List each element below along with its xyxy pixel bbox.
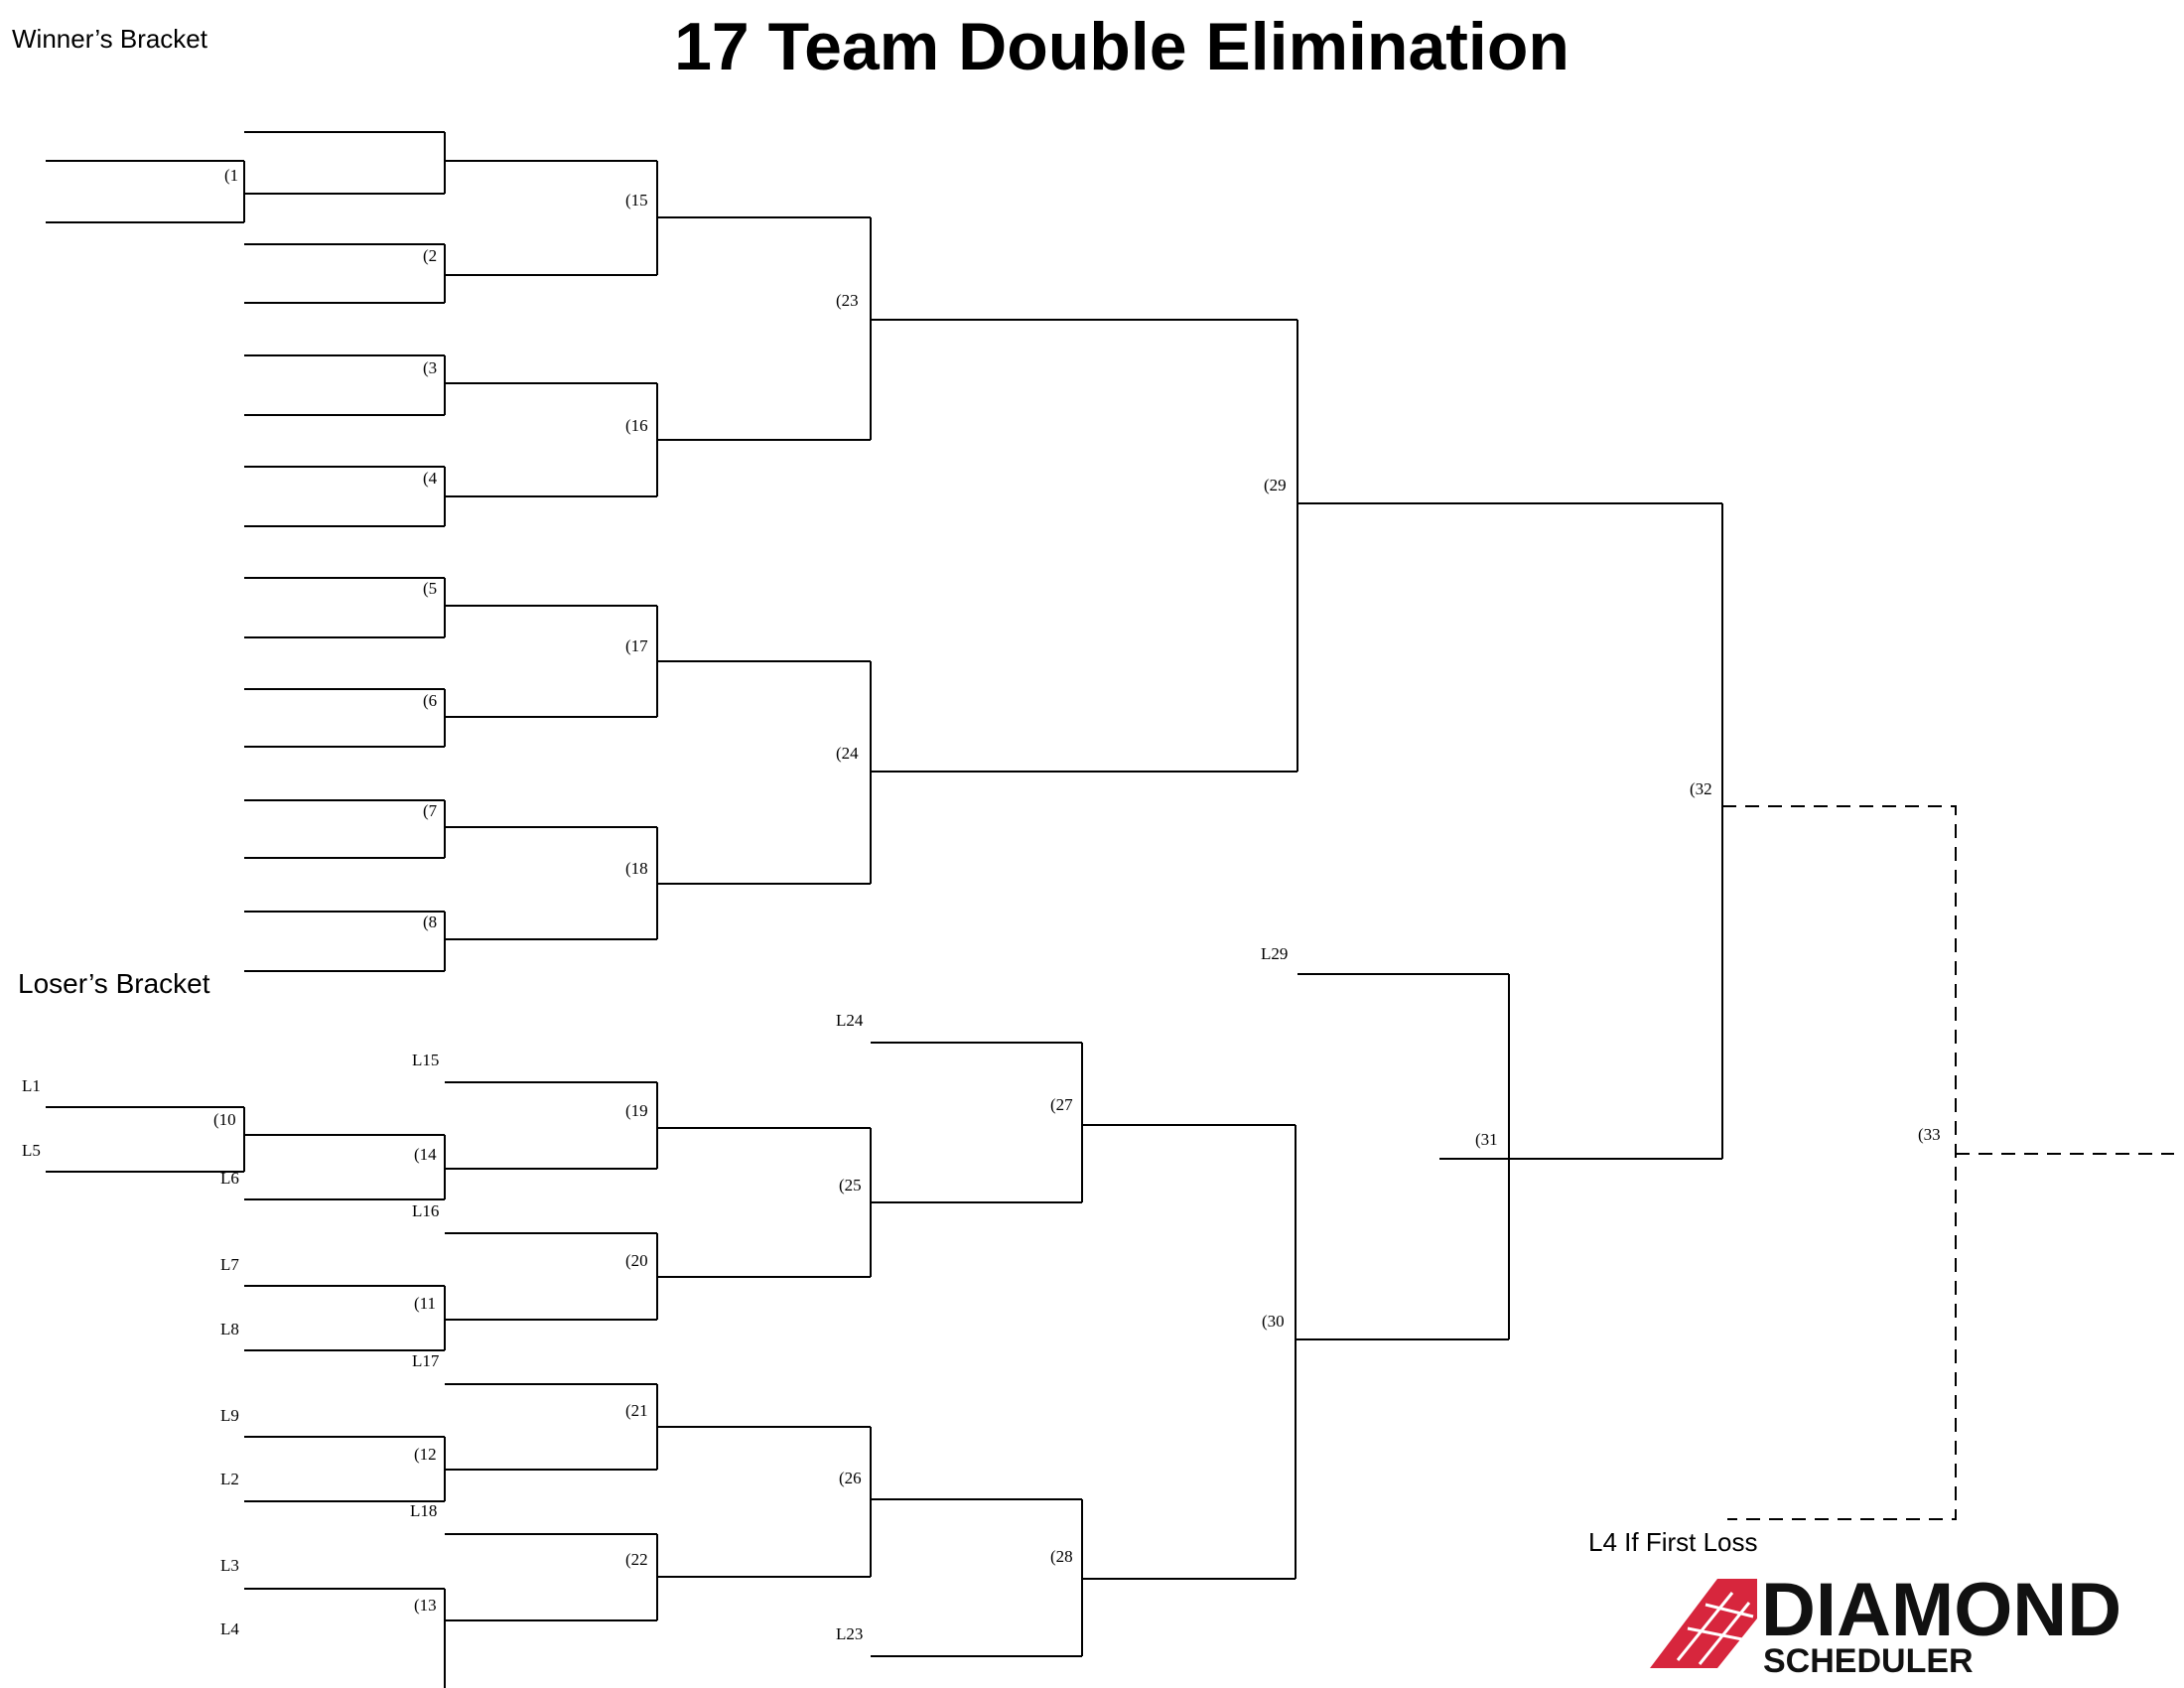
round4-lines [871, 319, 1298, 773]
game-1-connector [46, 160, 245, 223]
source-l4: L4 [220, 1619, 239, 1638]
game-label-29: (29 [1264, 476, 1287, 494]
source-l9: L9 [220, 1406, 239, 1425]
source-l15: L15 [412, 1051, 439, 1069]
game-label-31: (31 [1475, 1130, 1498, 1149]
game-label-27: (27 [1050, 1095, 1073, 1114]
game-label-2: (2 [423, 246, 437, 265]
game-label-8: (8 [423, 913, 437, 931]
game-label-1: (1 [224, 166, 238, 185]
logo-subtitle: SCHEDULER [1763, 1642, 1974, 1680]
game-label-7: (7 [423, 801, 438, 820]
losers-bracket: (10 (14 (11 (12 (13 (19 (20 (21 (22 (25 … [22, 944, 1758, 1688]
game-label-28: (28 [1050, 1547, 1073, 1566]
source-l17: L17 [412, 1351, 440, 1370]
game-label-24: (24 [836, 744, 859, 763]
winners-bracket: (1 (2 (3 (4 (5 (6 (7 (8 (15 (16 (17 (18 … [46, 131, 2174, 1520]
game-label-30: (30 [1262, 1312, 1285, 1331]
losers-round3-lines [657, 1127, 872, 1578]
game-label-10: (10 [213, 1110, 236, 1129]
game-label-5: (5 [423, 579, 437, 598]
game-label-21: (21 [625, 1401, 648, 1420]
game-label-17: (17 [625, 636, 648, 655]
losers-bracket-label: Loser’s Bracket [18, 968, 210, 999]
championship-lines [1297, 502, 1723, 1160]
game-label-3: (3 [423, 358, 437, 377]
game-label-18: (18 [625, 859, 648, 878]
game-label-16: (16 [625, 416, 648, 435]
game-label-4: (4 [423, 469, 438, 488]
source-l7: L7 [220, 1255, 239, 1274]
source-l6: L6 [220, 1169, 239, 1188]
page-title: 17 Team Double Elimination [674, 9, 1570, 84]
source-l24: L24 [836, 1011, 864, 1030]
diamond-scheduler-logo: DIAMOND SCHEDULER [1650, 1568, 2121, 1680]
game-label-15: (15 [625, 191, 648, 210]
source-l1: L1 [22, 1076, 41, 1095]
source-l23: L23 [836, 1624, 863, 1643]
winners-bracket-label: Winner’s Bracket [12, 24, 208, 54]
losers-round2-lines [445, 1081, 658, 1621]
game-label-12: (12 [414, 1445, 437, 1464]
source-l29: L29 [1261, 944, 1288, 963]
game-label-14: (14 [414, 1145, 437, 1164]
round2-lines [445, 160, 658, 940]
game-label-25: (25 [839, 1176, 862, 1195]
source-l3: L3 [220, 1556, 239, 1575]
game-label-13: (13 [414, 1596, 437, 1615]
round1-lines [244, 131, 446, 972]
game-label-33: (33 [1918, 1125, 1941, 1144]
source-l5: L5 [22, 1141, 41, 1160]
game-31-lines [1296, 973, 1510, 1340]
game-label-23: (23 [836, 291, 859, 310]
if-necessary-note: L4 If First Loss [1588, 1527, 1758, 1557]
game-30-lines [1082, 1124, 1297, 1580]
source-l16: L16 [412, 1201, 439, 1220]
logo-mark-icon [1650, 1579, 1757, 1668]
game-label-32: (32 [1690, 779, 1712, 798]
game-label-20: (20 [625, 1251, 648, 1270]
game-label-19: (19 [625, 1101, 648, 1120]
losers-round4-lines [871, 1042, 1083, 1657]
game-label-6: (6 [423, 691, 437, 710]
game-10-lines [46, 1106, 245, 1173]
game-label-26: (26 [839, 1469, 862, 1487]
source-l2: L2 [220, 1470, 239, 1488]
source-l18: L18 [410, 1501, 437, 1520]
game-label-11: (11 [414, 1294, 436, 1313]
game-label-22: (22 [625, 1550, 648, 1569]
logo-grid-icon [1676, 1592, 1754, 1665]
logo-name: DIAMOND [1761, 1568, 2121, 1652]
source-l8: L8 [220, 1320, 239, 1338]
if-necessary-lines [1722, 805, 2174, 1520]
round3-lines [657, 216, 872, 885]
